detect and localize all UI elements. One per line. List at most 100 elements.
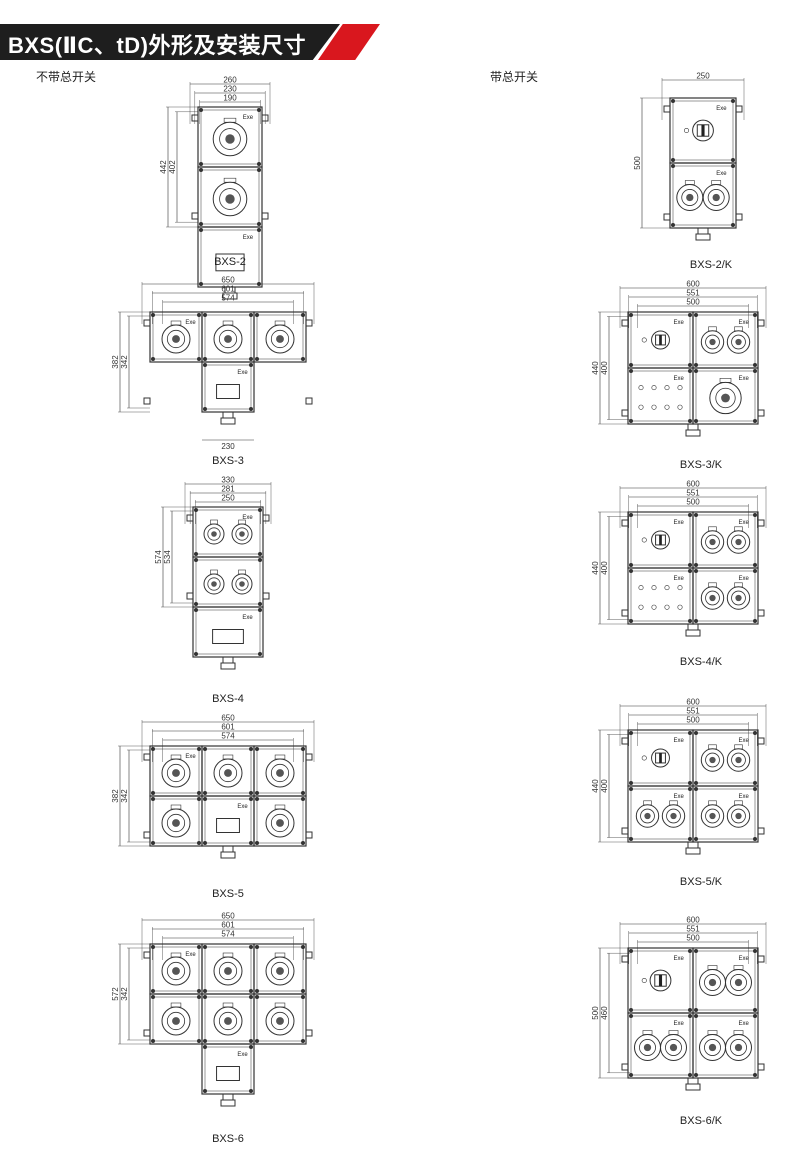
bolt-icon <box>151 747 155 751</box>
section-title: BXS(ⅡC、tD)外形及安装尺寸 <box>8 33 306 58</box>
bolt-icon <box>688 313 692 317</box>
bolt-icon <box>694 1073 698 1077</box>
bolt-icon <box>203 989 207 993</box>
mounting-foot <box>621 609 629 617</box>
bolt-icon <box>249 747 253 751</box>
dimension-label: 601 <box>221 285 235 294</box>
bolt-icon <box>694 731 698 735</box>
exe-mark: Exe <box>243 115 254 121</box>
dimension-label: 440 <box>591 779 600 793</box>
mounting-foot <box>757 737 765 745</box>
bolt-icon <box>671 99 675 103</box>
bolt-icon <box>301 747 305 751</box>
bolt-icon <box>151 791 155 795</box>
bolt-icon <box>629 781 633 785</box>
bolt-icon <box>194 608 198 612</box>
socket-icon <box>702 180 730 211</box>
socket-icon <box>213 320 243 354</box>
mounting-foot <box>757 519 765 527</box>
mounting-foot <box>305 319 313 327</box>
enclosure-module: Exe <box>627 729 694 787</box>
bolt-icon <box>694 563 698 567</box>
exe-mark: Exe <box>237 1052 248 1058</box>
indicator-window <box>216 818 240 833</box>
socket-icon <box>660 1030 687 1061</box>
model-label: BXS-3 <box>212 455 244 467</box>
bolt-icon <box>249 995 253 999</box>
bolt-icon <box>688 837 692 841</box>
bolt-icon <box>753 949 757 953</box>
mounting-hole-icon <box>638 385 644 391</box>
mounting-hole-icon <box>641 977 647 983</box>
module-inner-frame <box>630 732 691 784</box>
mounting-hole-icon <box>638 404 644 410</box>
enclosure-module: Exe <box>692 311 759 369</box>
exe-mark: Exe <box>739 956 750 962</box>
bolt-icon <box>197 797 201 801</box>
module-inner-frame <box>195 609 261 655</box>
exe-mark: Exe <box>242 515 253 521</box>
enclosure-module: Exe <box>627 567 694 625</box>
bolt-icon <box>688 419 692 423</box>
bolt-icon <box>255 357 259 361</box>
enclosure-module <box>253 795 307 847</box>
main-switch-icon <box>651 748 670 768</box>
bolt-icon <box>151 841 155 845</box>
bolt-icon <box>249 357 253 361</box>
bolt-icon <box>694 369 698 373</box>
bolt-icon <box>255 995 259 999</box>
bolt-icon <box>629 513 633 517</box>
enclosure-module: Exe <box>149 311 203 363</box>
dimension-label: 551 <box>686 925 700 934</box>
socket-icon <box>231 519 253 545</box>
module-inner-frame <box>200 169 260 225</box>
model-label: BXS-5 <box>212 888 244 900</box>
dimension-label: 382 <box>111 355 120 369</box>
bolt-icon <box>301 841 305 845</box>
bolt-icon <box>203 945 207 949</box>
bolt-icon <box>753 731 757 735</box>
dimension-label: 650 <box>221 912 235 921</box>
module-frame <box>692 367 759 425</box>
mounting-foot <box>143 831 151 839</box>
bolt-icon <box>249 363 253 367</box>
dimension-label: 500 <box>633 156 642 170</box>
exe-mark: Exe <box>185 754 196 760</box>
exe-mark: Exe <box>674 320 685 326</box>
module-inner-frame <box>204 798 252 844</box>
socket-icon <box>709 378 742 415</box>
model-label: BXS-5/K <box>680 876 723 888</box>
exe-mark: Exe <box>674 1021 685 1027</box>
cable-gland-icon <box>685 623 701 637</box>
mounting-foot <box>621 955 629 963</box>
exe-mark: Exe <box>674 738 685 744</box>
bolt-icon <box>301 797 305 801</box>
mounting-hole-icon <box>664 404 670 410</box>
bolt-icon <box>688 1008 692 1012</box>
dimension-label: 551 <box>686 489 700 498</box>
mounting-hole-icon <box>677 385 683 391</box>
exe-mark: Exe <box>739 376 750 382</box>
bolt-icon <box>257 168 261 172</box>
enclosure-module: Exe <box>692 947 759 1014</box>
bolt-icon <box>203 995 207 999</box>
exe-mark: Exe <box>739 520 750 526</box>
bolt-icon <box>203 1045 207 1049</box>
enclosure-module: Exe <box>197 106 263 168</box>
enclosure-module: Exe <box>692 1012 759 1079</box>
mounting-foot <box>305 831 313 839</box>
bolt-icon <box>203 407 207 411</box>
bolt-icon <box>629 949 633 953</box>
mounting-hole-icon <box>638 585 644 591</box>
socket-icon <box>700 800 725 828</box>
bolt-icon <box>194 602 198 606</box>
main-switch-icon <box>649 969 672 992</box>
bolt-icon <box>151 989 155 993</box>
bolt-icon <box>688 949 692 953</box>
model-label: BXS-2 <box>214 256 246 268</box>
module-inner-frame <box>152 314 200 360</box>
mounting-foot <box>305 397 313 405</box>
bolt-icon <box>249 1089 253 1093</box>
bolt-icon <box>197 989 201 993</box>
